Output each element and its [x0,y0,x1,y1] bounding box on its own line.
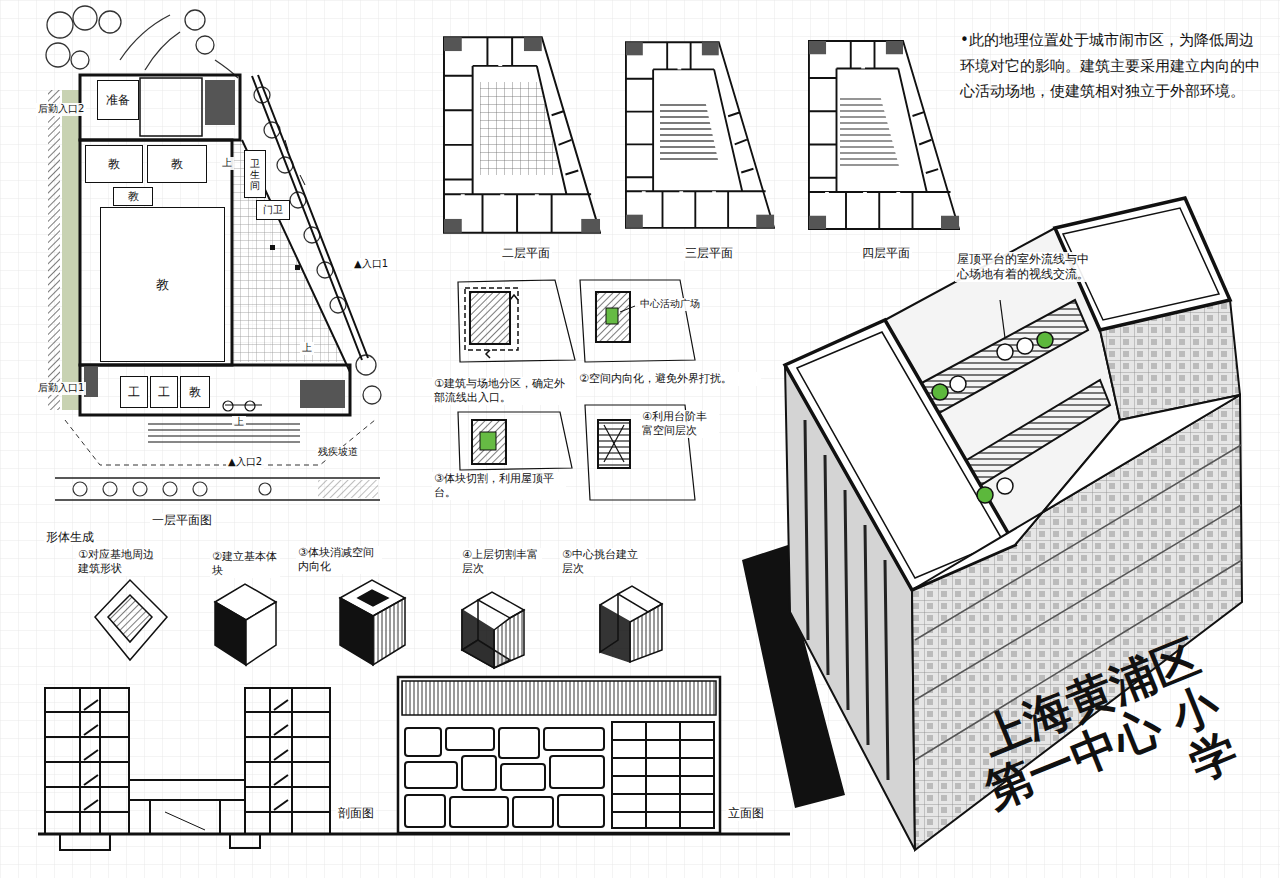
room-name: 准备 [106,92,130,109]
room-name: 教 [171,156,183,173]
plan-label: 上 [300,342,314,355]
board-title: 上海黄浦区 第一中心 小学 [956,631,1245,865]
plan-label: 中心活动广场 [638,298,702,311]
room-box: 工 [120,376,148,408]
room-name: 工 [128,384,140,401]
room-name: 卫生间 [250,158,260,191]
room-box: 准备 [97,80,139,120]
plan-label: ②空间内向化，避免外界打扰。 [577,372,761,386]
room-name: 工 [158,384,170,401]
plan-label: ④上层切割丰富层次 [460,548,542,576]
plan-label: 立面图 [726,806,766,821]
plan-label: 四层平面 [860,246,912,261]
room-box: 工 [150,376,178,408]
plan-label: ▲入口2 [226,456,264,469]
room-box: 教 [100,207,225,362]
plan-label: ③体块消减空间内向化 [296,546,382,574]
plan-label: 屋顶平台的室外流线与中心场地有着的视线交流。 [955,252,1094,282]
plan-label: ④利用台阶丰富空间层次 [640,410,719,438]
plan-label: ⑤中心挑台建立层次 [560,548,646,576]
plan-label: 三层平面 [683,246,735,261]
plan-label: 后勤入口2 [36,103,86,116]
plan-label: ①建筑与场地分区，确定外部流线出入口。 [432,377,576,405]
plan-label: 剖面图 [336,806,376,821]
plan-label: 残疾坡道 [316,446,360,459]
room-box: 教 [180,376,210,408]
plan-label: 二层平面 [500,246,552,261]
room-box: 教 [113,187,153,206]
plan-label: ②建立基本体块 [210,550,280,578]
room-name: 教 [189,384,201,401]
plan-label: ▲入口1 [352,258,390,271]
plan-label: ①对应基地周边建筑形状 [76,548,162,576]
plan-label: 上 [220,157,234,170]
plan-label: 形体生成 [44,530,96,545]
plan-label: 上 [232,416,246,429]
room-name: 教 [156,276,169,294]
plan-label: 一层平面图 [150,513,214,528]
room-name: 教 [128,189,139,204]
room-name: 门卫 [263,203,283,217]
room-box: 门卫 [256,200,290,220]
design-note: •此的地理位置处于城市闹市区，为降低周边环境对它的影响。建筑主要采用建立内向的中… [958,28,1262,105]
plan-label: ③体块切割，利用屋顶平台。 [432,472,566,500]
room-name: 教 [108,156,120,173]
room-box: 教 [85,145,143,183]
room-box: 教 [147,145,207,183]
plan-label: 后勤入口1 [36,382,86,395]
room-box: 卫生间 [244,150,266,198]
